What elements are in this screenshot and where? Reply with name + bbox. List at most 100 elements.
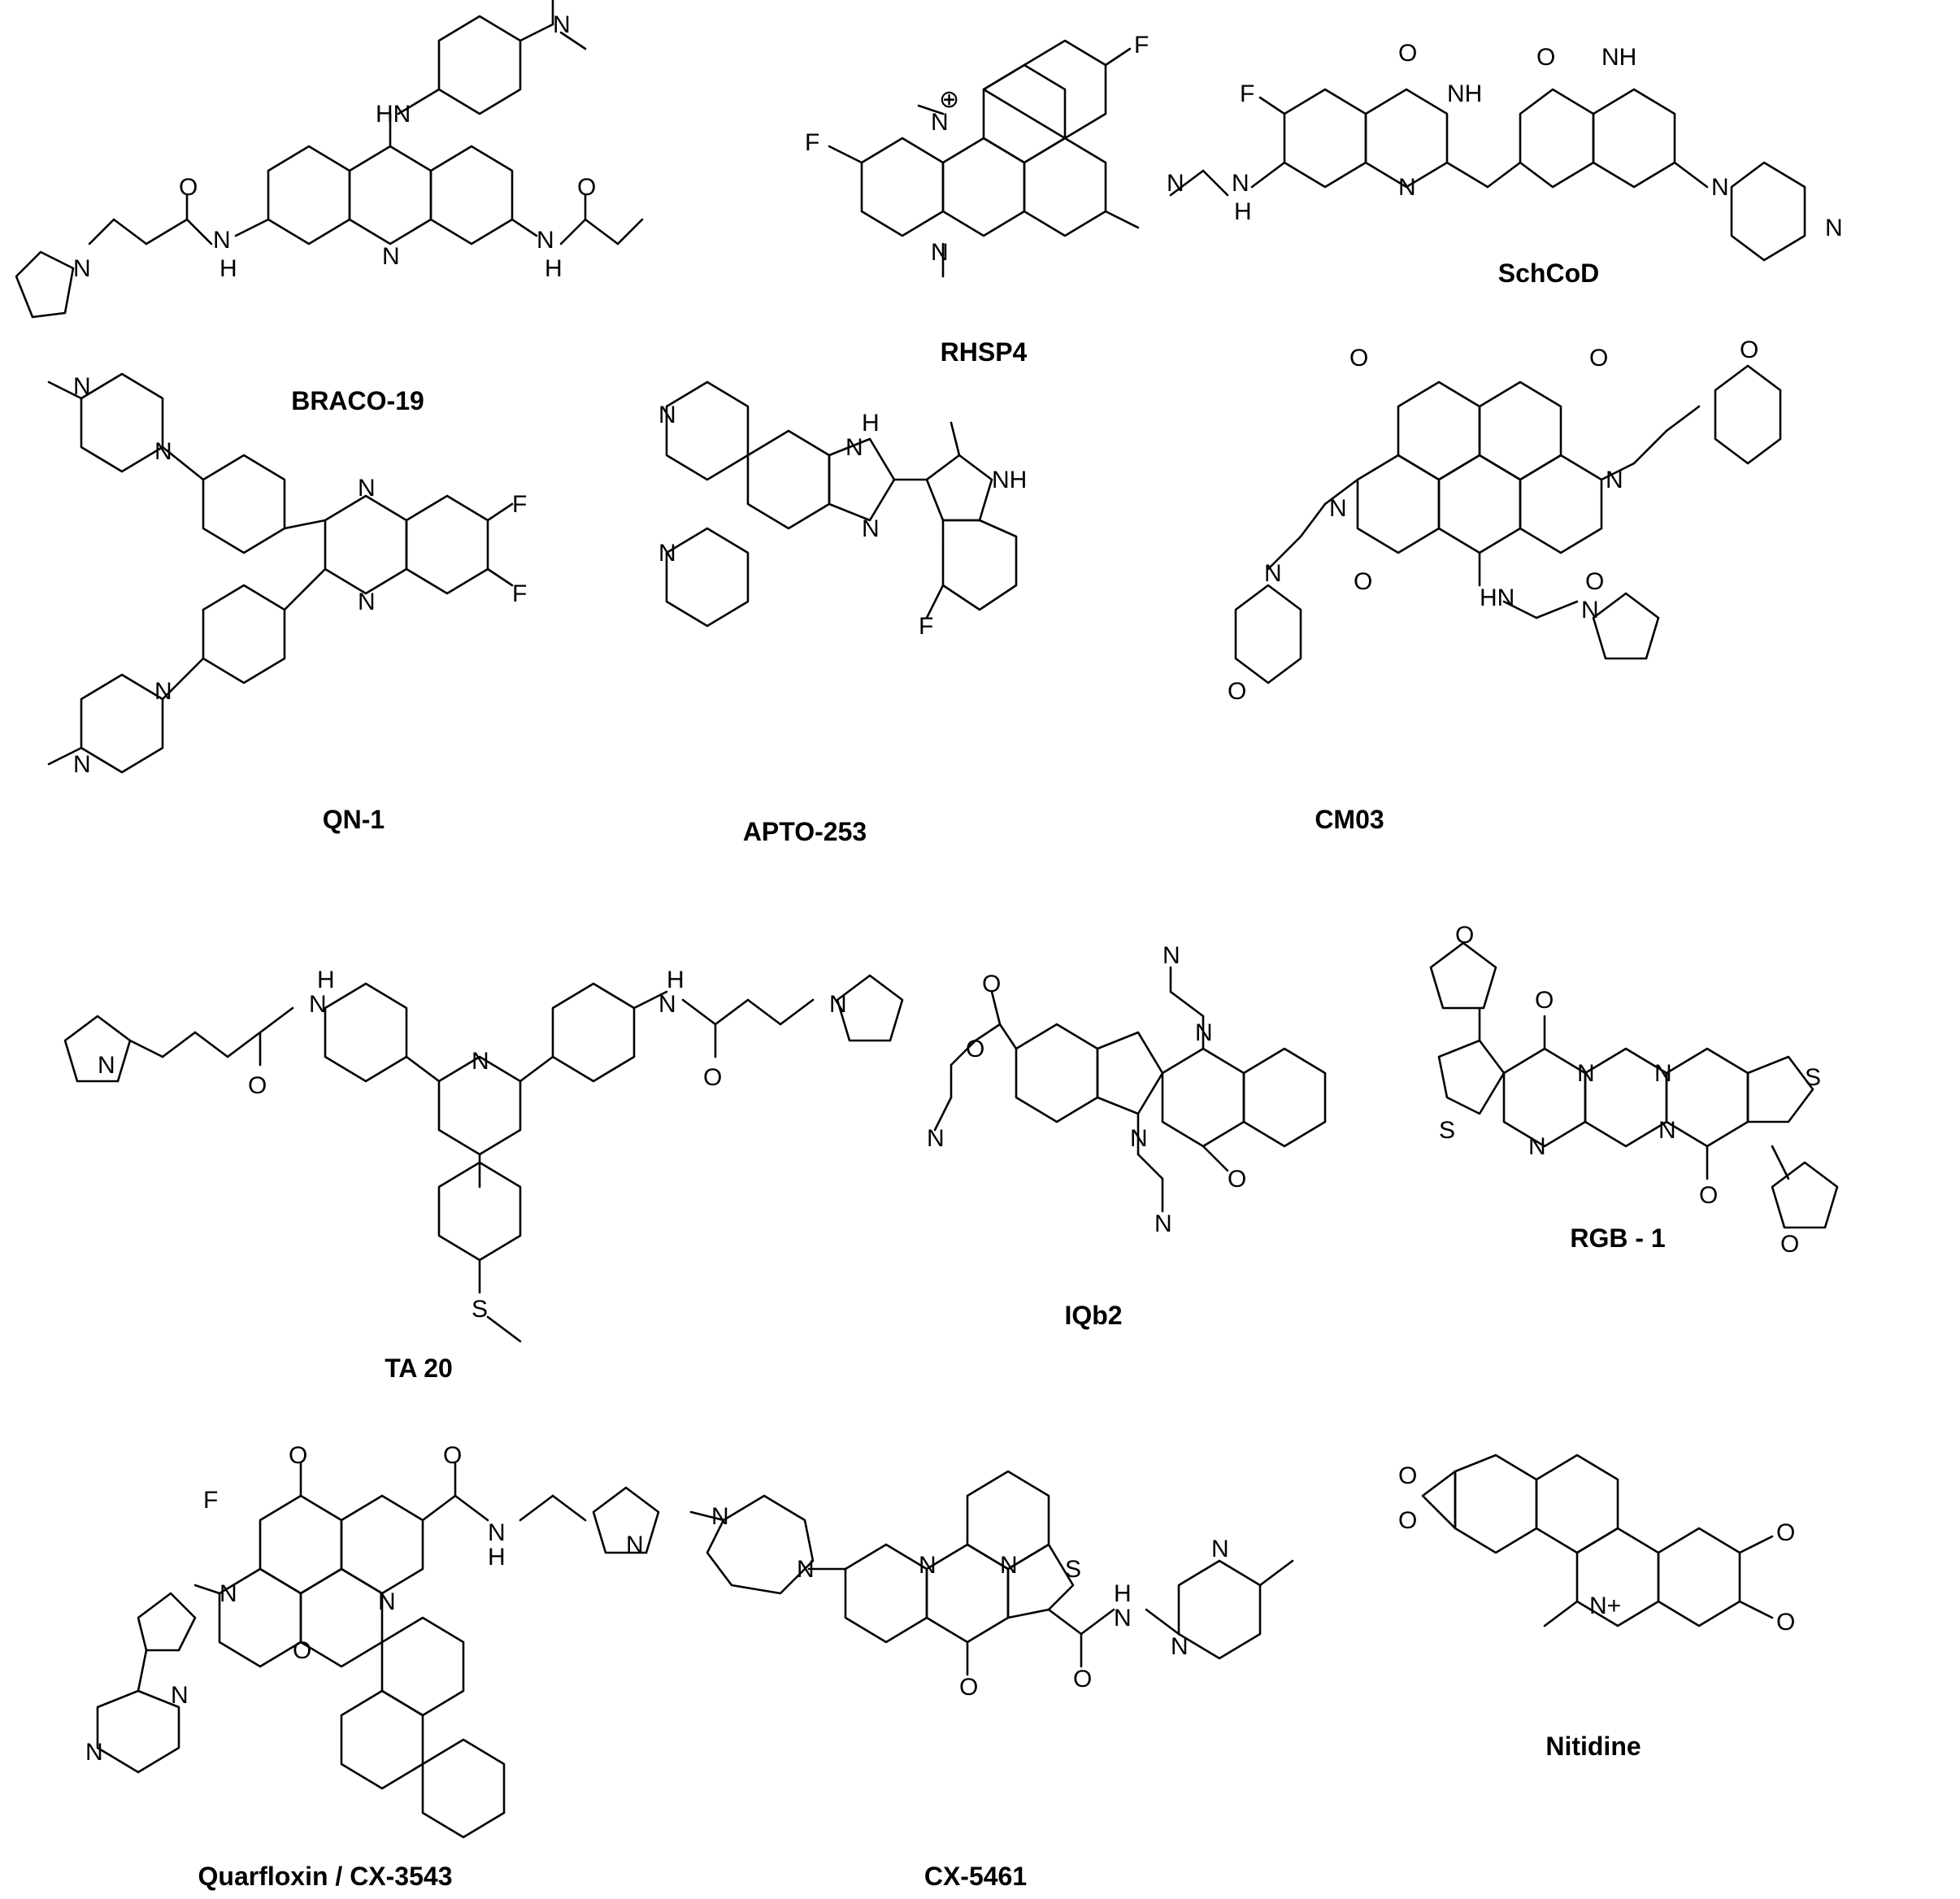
atom-label: H xyxy=(317,967,335,993)
atom-label: O xyxy=(1398,1462,1417,1489)
atom-label: S xyxy=(1805,1064,1821,1091)
atom-label: N xyxy=(382,243,400,270)
compound-name: TA 20 xyxy=(385,1354,453,1383)
atom-label: O xyxy=(293,1637,311,1664)
compound-name: IQb2 xyxy=(1064,1301,1123,1330)
atom-label: N xyxy=(931,109,949,136)
atom-label: O xyxy=(1354,568,1372,595)
atom-label: N xyxy=(931,239,949,266)
atom-label: N xyxy=(219,1580,237,1607)
atom-label: S xyxy=(472,1296,488,1323)
atom-label: N xyxy=(658,991,676,1018)
molecule-drawing-braco19: HN N N N H O N N H O xyxy=(15,0,644,319)
compound-name: Nitidine xyxy=(1545,1732,1641,1761)
atom-label: O xyxy=(1585,568,1604,595)
atom-label: H xyxy=(488,1544,506,1571)
molecule-drawing-iqb2: O O N N N N O N xyxy=(927,942,1327,1237)
atom-label: N xyxy=(927,1125,945,1152)
atom-label: O xyxy=(1398,40,1417,67)
atom-label: S xyxy=(1439,1117,1455,1144)
atom-label: O xyxy=(1740,337,1758,363)
atom-label: O xyxy=(1073,1666,1092,1693)
atom-label: O xyxy=(1398,1507,1417,1534)
atom-label: H xyxy=(1114,1580,1132,1607)
atom-label: N xyxy=(797,1556,815,1583)
atom-label: N xyxy=(626,1532,644,1558)
atom-label: O xyxy=(1535,987,1554,1014)
atom-label: H xyxy=(219,255,237,282)
atom-label: F xyxy=(512,580,527,607)
structure-schcod: F O NH O NH N H N N N N SchCoD xyxy=(1167,0,1959,309)
atom-label: O xyxy=(1228,678,1246,705)
atom-label: N xyxy=(98,1052,115,1079)
atom-label: N xyxy=(73,255,91,282)
compound-name: RGB - 1 xyxy=(1570,1223,1666,1253)
atom-label: O xyxy=(1589,345,1608,372)
atom-label: N xyxy=(73,751,91,778)
atom-label: O xyxy=(1536,44,1555,71)
molecule-drawing-schcod: F O NH O NH N H N N N N xyxy=(1167,40,1843,262)
atom-label: O xyxy=(1776,1519,1795,1546)
structure-rhsp4: F N ⊕ F N RHSP4 xyxy=(772,0,1179,374)
compound-name: QN-1 xyxy=(322,805,385,834)
atom-label: O xyxy=(1455,922,1474,949)
atom-label: N xyxy=(1577,1060,1595,1087)
atom-label: N xyxy=(1130,1125,1148,1152)
atom-label: N xyxy=(154,678,172,705)
atom-label: O xyxy=(1228,1166,1246,1193)
structure-apto253: N H N NH N N F APTO-253 xyxy=(642,358,1097,862)
atom-label: N xyxy=(358,589,376,615)
atom-label: N xyxy=(154,438,172,465)
atom-label: N+ xyxy=(1589,1593,1621,1619)
atom-label: N xyxy=(1171,1633,1189,1660)
structure-qn1: N N N N F F N N QN-1 xyxy=(0,358,650,862)
atom-label: O xyxy=(577,174,596,201)
structure-rgb1: O O N N S S N N O O RGB - 1 xyxy=(1398,910,1959,1398)
atom-label: O xyxy=(443,1442,462,1469)
atom-label: N xyxy=(658,402,676,428)
atom-label: O xyxy=(1349,345,1368,372)
atom-label: N xyxy=(358,475,376,502)
molecule-drawing-rhsp4: F N ⊕ F N xyxy=(805,32,1149,278)
atom-label: N xyxy=(1232,170,1249,197)
atom-label: N xyxy=(171,1682,189,1709)
charge-plus-icon: ⊕ xyxy=(939,86,959,113)
atom-label: N xyxy=(553,11,571,38)
atom-label: N xyxy=(309,991,327,1018)
atom-label: N xyxy=(378,1588,396,1615)
atom-label: N xyxy=(1711,174,1729,201)
atom-label: O xyxy=(179,174,198,201)
atom-label: N xyxy=(1825,215,1843,241)
atom-label: N xyxy=(1211,1536,1229,1562)
atom-label: N xyxy=(472,1048,489,1075)
compound-name: Quarfloxin / CX-3543 xyxy=(198,1862,453,1891)
atom-label: O xyxy=(1776,1609,1795,1636)
atom-label: N xyxy=(658,540,676,567)
atom-label: F xyxy=(919,613,933,640)
atom-label: F xyxy=(512,491,527,518)
molecule-drawing-cx5461: N N N N S H N N N O O xyxy=(689,1470,1294,1701)
atom-label: O xyxy=(1699,1182,1718,1209)
atom-label: N xyxy=(711,1503,729,1530)
molecule-drawing-quarfloxin: O O F N H N N O N N N xyxy=(85,1442,660,1839)
atom-label: NH xyxy=(992,467,1027,493)
atom-label: N xyxy=(85,1739,103,1766)
atom-label: H xyxy=(862,410,880,437)
molecule-drawing-apto253: N H N NH N N F xyxy=(658,380,1027,640)
atom-label: S xyxy=(1065,1556,1081,1583)
atom-label: NH xyxy=(1601,44,1636,71)
compound-name: APTO-253 xyxy=(742,817,867,846)
atom-label: O xyxy=(289,1442,307,1469)
atom-label: H xyxy=(1234,198,1252,225)
compound-name: CX-5461 xyxy=(924,1862,1028,1891)
atom-label: F xyxy=(805,129,819,156)
molecule-drawing-ta20: H N O N N H N O N S xyxy=(63,967,904,1343)
atom-label: N xyxy=(213,227,231,254)
atom-label: O xyxy=(703,1064,722,1091)
atom-label: N xyxy=(1114,1605,1132,1632)
structure-iqb2: O O N N N N O N IQb2 xyxy=(894,910,1398,1398)
atom-label: O xyxy=(959,1674,978,1701)
structure-cx5461: N N N N S H N N N O O CX-5461 xyxy=(675,1463,1325,1899)
molecule-drawing-cm03: O O O N N O O N O HN N xyxy=(1228,337,1782,705)
structure-ta20: H N O N N H N O N S TA 20 xyxy=(0,910,976,1414)
